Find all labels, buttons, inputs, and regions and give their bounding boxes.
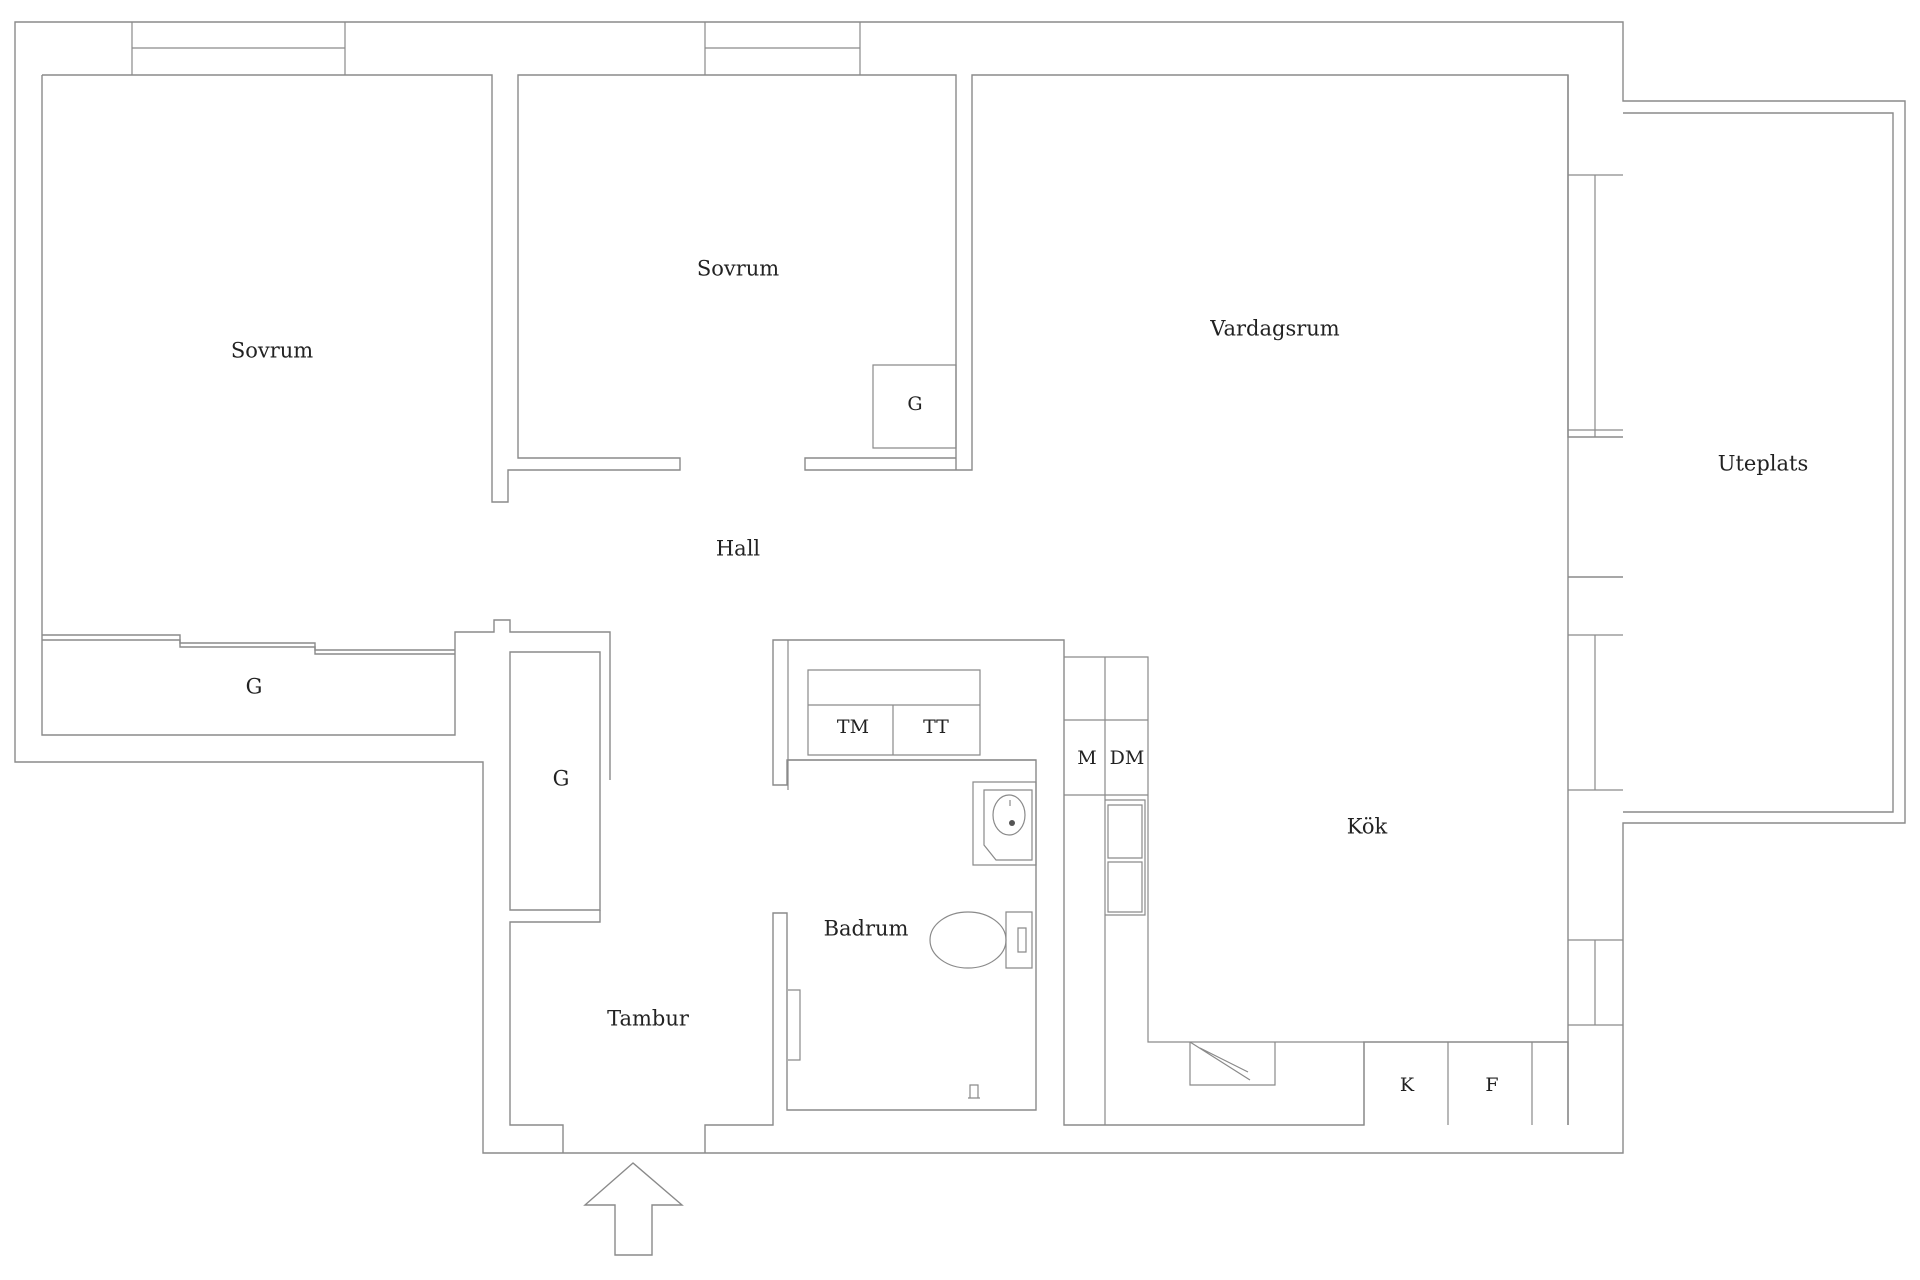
fixture-label-tt: TT [923,716,949,738]
room-label-uteplats: Uteplats [1718,452,1808,476]
room-label-vardagsrum: Vardagsrum [1209,317,1340,341]
room-label-kok: Kök [1347,815,1388,839]
room-label-sovrum-left: Sovrum [231,339,313,363]
room-label-badrum: Badrum [824,917,909,941]
fixture-label-tm: TM [837,716,869,738]
bathroom-fixtures [788,781,1037,1099]
outer-walls [14,21,1906,1154]
room-label-garderob-sovrum: G [907,393,922,415]
room-label-sovrum-mid: Sovrum [697,257,779,281]
fixture-label-dm: DM [1110,747,1145,769]
entrance-arrow-icon [583,1162,684,1256]
sovrum-closet [872,364,957,449]
inner-walls [41,74,1894,1153]
fixture-label-f: F [1485,1074,1498,1096]
room-label-tambur: Tambur [607,1007,690,1031]
fixture-label-m: M [1077,747,1096,769]
kitchen-counters [1064,656,1533,1125]
laundry-units [787,640,1036,790]
room-label-hall: Hall [716,537,761,561]
room-label-garderob-hall: G [553,767,570,791]
fixture-label-k: K [1400,1074,1415,1096]
room-label-garderob-left: G [246,675,263,699]
windows [131,22,1623,1026]
